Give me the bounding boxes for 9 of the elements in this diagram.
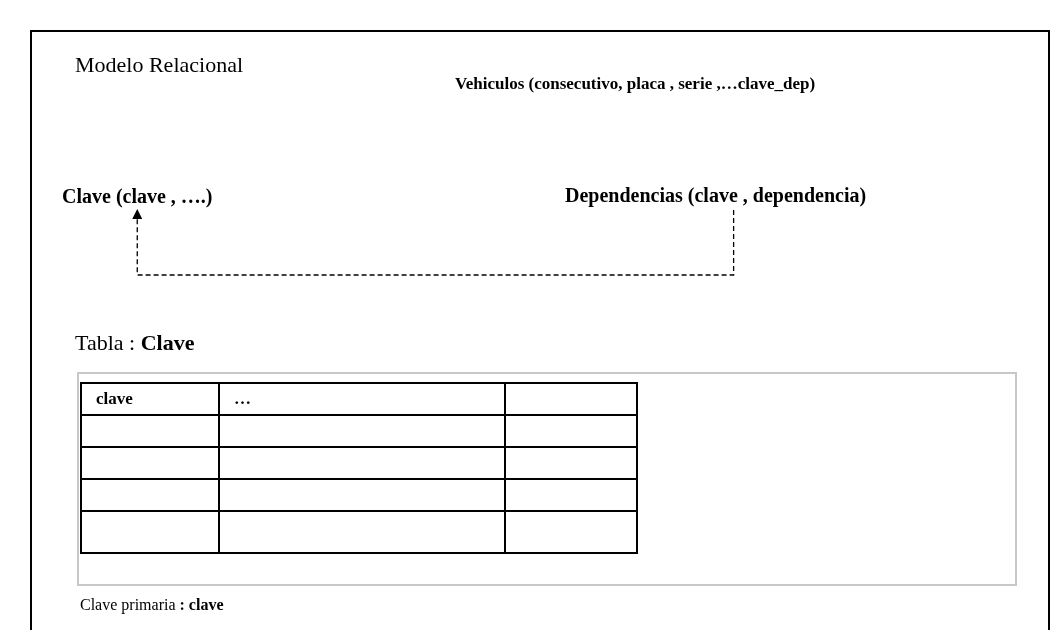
table-title: Tabla : Clave	[75, 330, 195, 356]
header-cell: …	[219, 383, 505, 415]
relation-schema: Vehiculos (consecutivo, placa , serie ,…clave_dep)	[455, 74, 816, 94]
header-cell: clave	[81, 383, 219, 415]
primary-key-note: Clave primaria : clave	[80, 596, 224, 614]
diagram-title: Modelo Relacional	[75, 52, 243, 78]
entity-label: Clave (clave , ….)	[62, 182, 213, 210]
dashed-arrow	[132, 209, 735, 276]
entity-label: Dependencias (clave , dependencia)	[565, 180, 867, 210]
